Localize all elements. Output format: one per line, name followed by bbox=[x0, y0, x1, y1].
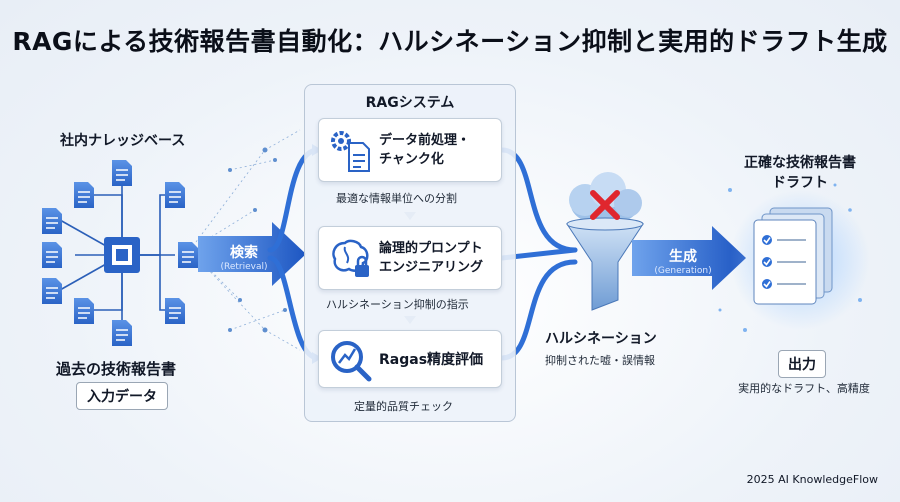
card-ragas-evaluation: Ragas精度評価 bbox=[318, 330, 502, 388]
card-preprocessing-caption: 最適な情報単位への分割 bbox=[336, 192, 457, 205]
page-title: RAGによる技術報告書自動化：ハルシネーション抑制と実用的ドラフト生成 bbox=[12, 27, 888, 56]
card-prompt-caption: ハルシネーション抑制の指示 bbox=[326, 298, 469, 311]
generate-arrow bbox=[632, 226, 746, 290]
search-arrow-main: 検索 bbox=[230, 245, 258, 261]
output-caption: 実用的なドラフト、高精度 bbox=[738, 382, 870, 395]
generate-arrow-sub: (Generation) bbox=[654, 266, 712, 276]
search-arrow-sub: (Retrieval) bbox=[220, 262, 268, 272]
sparkle-dots bbox=[718, 183, 862, 332]
card-preprocessing: データ前処理・ チャンク化 bbox=[318, 118, 502, 182]
card-ragas-title: Ragas精度評価 bbox=[379, 352, 484, 368]
card-prompt-title: 論理的プロンプト エンジニアリング bbox=[379, 241, 484, 275]
network-nodes bbox=[228, 147, 287, 333]
search-arrow-label: 検索 (Retrieval) bbox=[214, 242, 274, 272]
output-badge: 出力 bbox=[778, 350, 826, 378]
generate-arrow-label: 生成 (Generation) bbox=[648, 246, 718, 276]
gear-document-icon bbox=[331, 131, 370, 172]
footer-credit: 2025 AI KnowledgeFlow bbox=[746, 473, 878, 486]
input-data-badge: 入力データ bbox=[76, 382, 168, 410]
hallucination-caption: 抑制された嘘・誤情報 bbox=[545, 354, 655, 367]
output-documents-icon bbox=[753, 207, 833, 305]
card-ragas-caption: 定量的品質チェック bbox=[354, 400, 453, 413]
rag-system-title: RAGシステム bbox=[365, 95, 455, 111]
document-icons bbox=[42, 160, 198, 346]
card-preprocessing-title: データ前処理・ チャンク化 bbox=[379, 133, 471, 167]
output-heading-line2: ドラフト bbox=[772, 175, 828, 191]
card-prompt-engineering: 論理的プロンプト エンジニアリング bbox=[318, 226, 502, 290]
output-heading-line1: 正確な技術報告書 bbox=[744, 155, 856, 171]
knowledge-base-label: 社内ナレッジベース bbox=[60, 133, 186, 149]
past-reports-label: 過去の技術報告書 bbox=[56, 360, 177, 378]
hallucination-label: ハルシネーション bbox=[545, 331, 657, 347]
generate-arrow-main: 生成 bbox=[669, 249, 697, 265]
magnifier-chart-icon bbox=[331, 341, 372, 382]
brain-lock-icon bbox=[332, 239, 369, 277]
funnel-cloud-icon bbox=[566, 172, 644, 311]
